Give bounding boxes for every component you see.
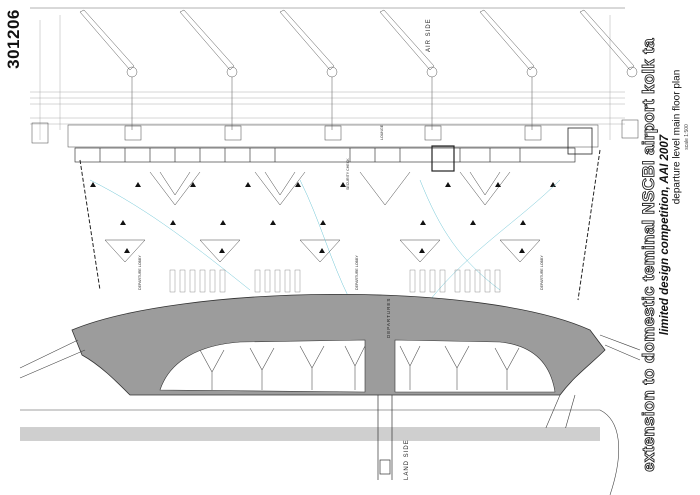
bridge-4 xyxy=(379,9,438,130)
land-side-roads xyxy=(20,394,619,495)
departures-label: DEPARTURES xyxy=(386,297,391,338)
drawing-title: departure level main floor plan xyxy=(671,69,683,205)
departure-lobby-label-2: DEPARTURE LOBBY xyxy=(355,255,359,290)
competition-subtitle: limited design competition, AAI 2007 xyxy=(659,134,671,336)
bridge-3 xyxy=(279,9,338,130)
air-side-label: AIR SIDE xyxy=(426,18,432,52)
terminal-walls xyxy=(79,149,601,301)
bridge-2 xyxy=(179,9,238,130)
drawing-main-title: extension to domestic teminal NSCBI airp… xyxy=(639,38,659,473)
boarding-bridges xyxy=(79,9,638,130)
gate-holdrooms xyxy=(31,119,639,148)
land-side-label: LAND SIDE xyxy=(404,439,410,480)
lounge-label: LOUNGE xyxy=(380,124,384,140)
security-zones xyxy=(104,171,541,263)
circulation-paths xyxy=(89,179,561,301)
bridge-6 xyxy=(579,9,638,78)
scale-note: scale 1:500 xyxy=(684,124,690,150)
security-check-label: SECURITY CHECK xyxy=(346,158,350,190)
apron-lines xyxy=(30,15,625,140)
canopy-columns xyxy=(199,345,520,390)
departure-lobby-label-3: DEPARTURE LOBBY xyxy=(540,255,544,290)
checkin-counters xyxy=(169,269,501,293)
kerb-inner-void-left xyxy=(159,339,366,393)
kerb-inner-void-right xyxy=(394,339,556,393)
title-block: extension to domestic teminal NSCBI airp… xyxy=(626,20,700,490)
departure-lobby-label-1: DEPARTURE LOBBY xyxy=(138,255,142,290)
sheet-number-text: 301206 xyxy=(4,9,23,69)
access-ramps xyxy=(19,334,641,379)
bridge-5 xyxy=(479,9,538,130)
retail-strip xyxy=(74,127,593,172)
land-side-road-band xyxy=(20,428,600,440)
sheet-number: 301206 xyxy=(2,4,26,74)
pedestrian-link xyxy=(377,395,393,480)
bridge-1 xyxy=(79,9,138,130)
flow-arrows xyxy=(90,182,556,253)
